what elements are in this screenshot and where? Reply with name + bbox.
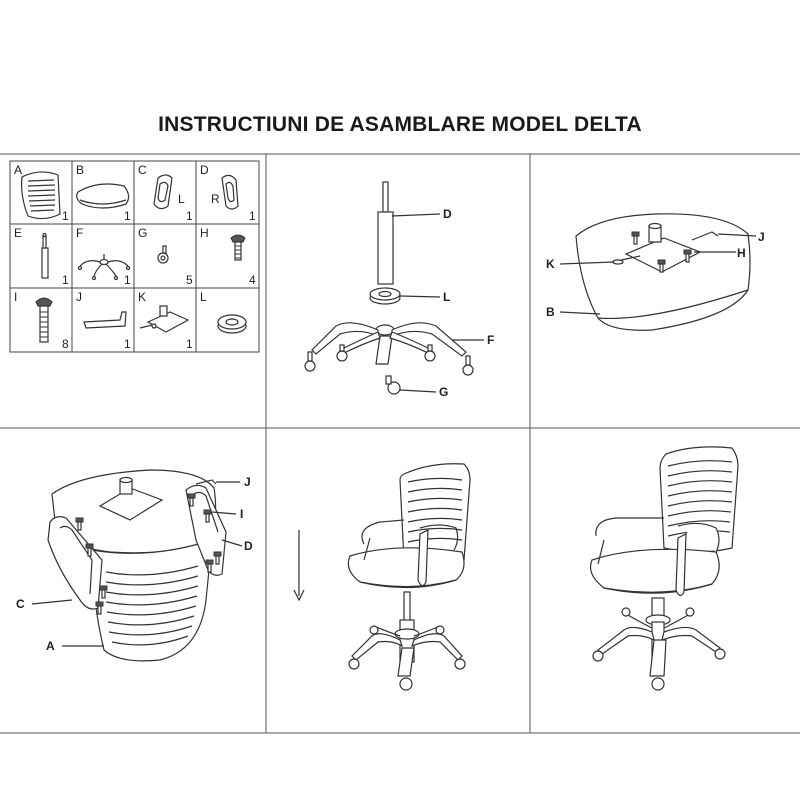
part-h-qty: 4 (249, 273, 256, 287)
parts-text: A 1 B 1 C 1 L D 1 R E 1 F 1 G 5 H 4 I 8 … (14, 163, 256, 351)
armrest-left-icon (153, 174, 173, 210)
part-j-letter: J (76, 290, 82, 304)
part-b-letter: B (76, 163, 84, 177)
step4-insert-base (293, 463, 471, 691)
step2-label-h: H (737, 246, 746, 260)
step2-label-k: K (546, 257, 555, 271)
part-b-qty: 1 (124, 209, 131, 223)
part-c-side: L (178, 192, 185, 206)
part-l-letter: L (200, 290, 207, 304)
part-c-qty: 1 (186, 209, 193, 223)
short-bolt-icon (230, 234, 246, 261)
part-f-letter: F (76, 226, 83, 240)
parts-table (9, 160, 260, 353)
step3-label-a: A (46, 639, 55, 653)
step3-bolts (75, 493, 222, 615)
star-base-icon (77, 254, 131, 281)
part-e-qty: 1 (62, 273, 69, 287)
step3-label-d: D (244, 539, 253, 553)
step1-label-l: L (443, 290, 450, 304)
part-f-qty: 1 (124, 273, 131, 287)
step1-casters (304, 344, 474, 395)
seat-icon (76, 183, 130, 209)
step3-label-j: J (244, 475, 251, 489)
step1-label-f: F (487, 333, 494, 347)
part-g-letter: G (138, 226, 147, 240)
allen-key-icon (83, 311, 127, 329)
part-a-qty: 1 (62, 209, 69, 223)
part-e-letter: E (14, 226, 22, 240)
step5-finished-chair (589, 446, 739, 691)
step3-label-i: I (240, 507, 243, 521)
step3-back-armrests: J I D C A (16, 469, 253, 662)
long-bolt-icon (35, 297, 53, 343)
step2-bolts (631, 231, 692, 273)
part-g-qty: 5 (186, 273, 193, 287)
part-c-letter: C (138, 163, 147, 177)
part-d-qty: 1 (249, 209, 256, 223)
part-d-side: R (211, 192, 220, 206)
cover-ring-icon (217, 314, 247, 334)
part-d-letter: D (200, 163, 209, 177)
backrest-icon (21, 171, 61, 220)
part-i-qty: 8 (62, 337, 69, 351)
step2-label-b: B (546, 305, 555, 319)
armrest-right-icon (221, 174, 239, 210)
part-k-letter: K (138, 290, 146, 304)
panel-grid (0, 153, 800, 734)
part-j-qty: 1 (124, 337, 131, 351)
part-k-qty: 1 (186, 337, 193, 351)
step1-label-g: G (439, 385, 448, 399)
part-h-letter: H (200, 226, 209, 240)
step2-label-j: J (758, 230, 765, 244)
page-title: INSTRUCTIUNI DE ASAMBLARE MODEL DELTA (158, 113, 642, 136)
mechanism-icon (139, 305, 190, 333)
step3-label-c: C (16, 597, 25, 611)
part-i-letter: I (14, 290, 17, 304)
step1-base-assembly: D L F G (304, 181, 494, 399)
caster-icon (157, 245, 169, 264)
part-a-letter: A (14, 163, 22, 177)
step2-seat-mechanism: J H K B (546, 213, 765, 331)
gas-lift-icon (41, 232, 49, 279)
step1-label-d: D (443, 207, 452, 221)
